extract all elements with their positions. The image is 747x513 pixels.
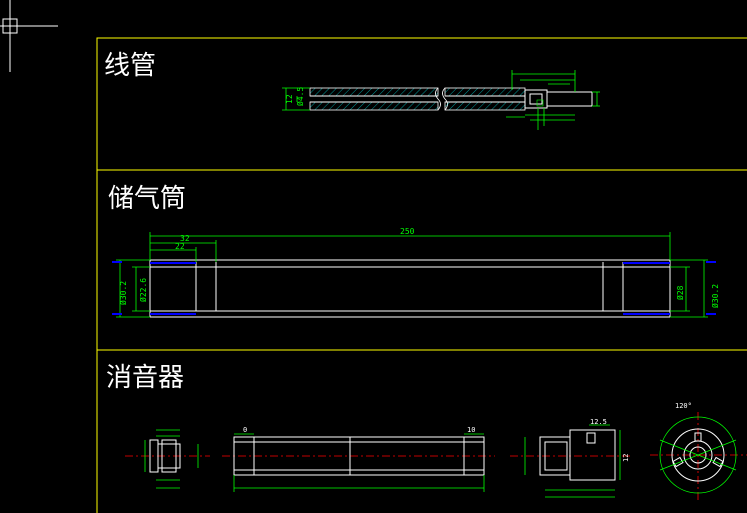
muffler-view-circular: 120° (650, 402, 747, 500)
panel-muffler: 消音器 0 1 (96, 349, 747, 513)
panel-tank: 储气筒 250 32 22 (96, 169, 747, 351)
dim-0: 0 (243, 426, 247, 434)
angle-label: 120° (675, 402, 692, 410)
panel-frame (96, 349, 747, 513)
tank-dimensions: 250 32 22 Ø30.2 Ø22.6 Ø28 Ø30.2 (112, 227, 720, 318)
dim-step1: 32 (180, 234, 190, 243)
muffler-view-body: 0 10 (222, 426, 495, 492)
tube-dimensions: 12 Ø4.5 (282, 70, 600, 130)
dim-12-5: 12.5 (590, 418, 607, 426)
dim-inner-left: Ø22.6 (138, 278, 148, 302)
dim-inner-right: Ø28 (675, 285, 685, 300)
panel-tube: 线管 12 Ø4.5 (96, 37, 747, 171)
panel-title: 消音器 (106, 363, 184, 393)
dim-length: 250 (400, 227, 415, 236)
tube-drawing (309, 87, 593, 111)
dim-outer-height: 12 (285, 94, 294, 104)
dim-outer-left: Ø30.2 (118, 281, 128, 305)
dim-inner-diameter: Ø4.5 (295, 87, 305, 106)
tank-drawing (149, 259, 671, 318)
dim-12: 12 (622, 454, 630, 462)
dim-outer-right: Ø30.2 (710, 284, 720, 308)
panel-title: 储气筒 (108, 184, 186, 214)
muffler-view-endcap (125, 429, 210, 489)
crosshair-cursor-icon (0, 0, 58, 72)
panel-title: 线管 (104, 51, 156, 81)
dim-step2: 22 (175, 242, 185, 251)
muffler-view-nozzle: 12.5 12 (510, 418, 630, 498)
dim-10: 10 (467, 426, 475, 434)
